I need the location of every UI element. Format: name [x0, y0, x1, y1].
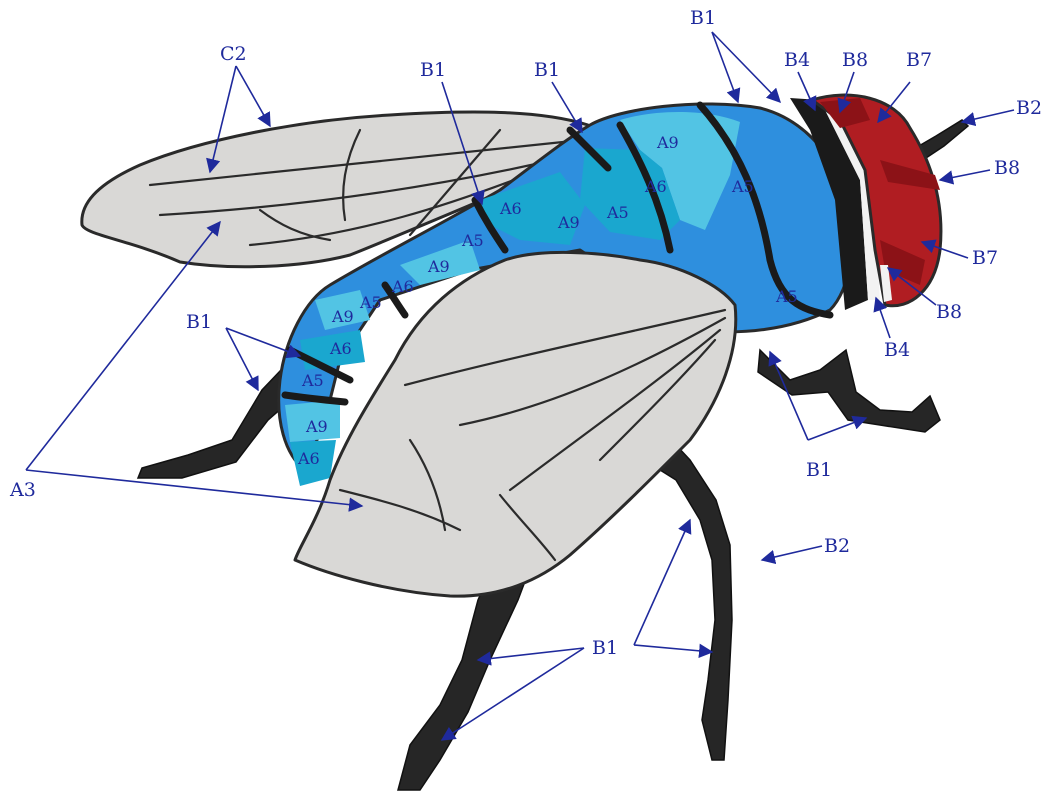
region-label: A9: [331, 307, 354, 326]
leader-b2-antenna: [962, 110, 1014, 122]
region-label: A5: [359, 293, 382, 312]
callout-b8-top: B8: [842, 49, 868, 71]
callout-b2-leg: B2: [824, 535, 850, 557]
region-label: A5: [775, 287, 798, 306]
region-label: A6: [644, 177, 667, 196]
leader-b2-leg: [762, 546, 822, 560]
region-label: A9: [305, 417, 328, 436]
front-right-leg: [758, 350, 940, 432]
region-label: A6: [297, 449, 320, 468]
rear-left-leg: [138, 350, 300, 478]
callout-b7-top: B7: [906, 49, 932, 71]
callout-b4-right: B4: [884, 339, 910, 361]
leader-b1-bottom-c: [634, 520, 690, 645]
leader-b1-front-leg-b: [808, 418, 866, 440]
region-label: A5: [461, 231, 484, 250]
leader-a3-a: [26, 222, 220, 470]
callout-b1-abdomen: B1: [534, 59, 560, 81]
callout-c2: C2: [220, 43, 247, 65]
leader-b1-thorax-a: [712, 32, 738, 102]
callout-a3: A3: [9, 479, 36, 501]
region-label: A9: [656, 133, 679, 152]
callout-b2-antenna: B2: [1016, 97, 1042, 119]
region-label: A6: [499, 199, 522, 218]
callout-b1-front-leg: B1: [806, 459, 832, 481]
callout-b1-wing: B1: [420, 59, 446, 81]
callout-b1-left: B1: [186, 311, 212, 333]
region-label: A6: [329, 339, 352, 358]
callout-b8-right-upper: B8: [994, 157, 1020, 179]
callout-b4-top: B4: [784, 49, 810, 71]
callout-b7-right: B7: [972, 247, 998, 269]
region-label: A9: [427, 257, 450, 276]
region-label: A5: [301, 371, 324, 390]
region-label: A5: [606, 203, 629, 222]
callout-b1-bottom: B1: [592, 637, 618, 659]
region-label: A5: [731, 177, 754, 196]
callout-b8-right-lower: B8: [936, 301, 962, 323]
right-middle-leg: [640, 430, 732, 760]
region-label: A6: [391, 277, 414, 296]
leader-c2-b: [236, 66, 270, 126]
leader-b1-left-b: [226, 328, 258, 390]
region-label: A9: [557, 213, 580, 232]
leader-b1-thorax-b: [712, 32, 780, 102]
leader-b8-right-upper: [940, 170, 990, 180]
callout-b1-thorax: B1: [690, 7, 716, 29]
leader-b1-bottom-d: [634, 645, 712, 652]
leader-b1-front-leg-a: [770, 352, 808, 440]
